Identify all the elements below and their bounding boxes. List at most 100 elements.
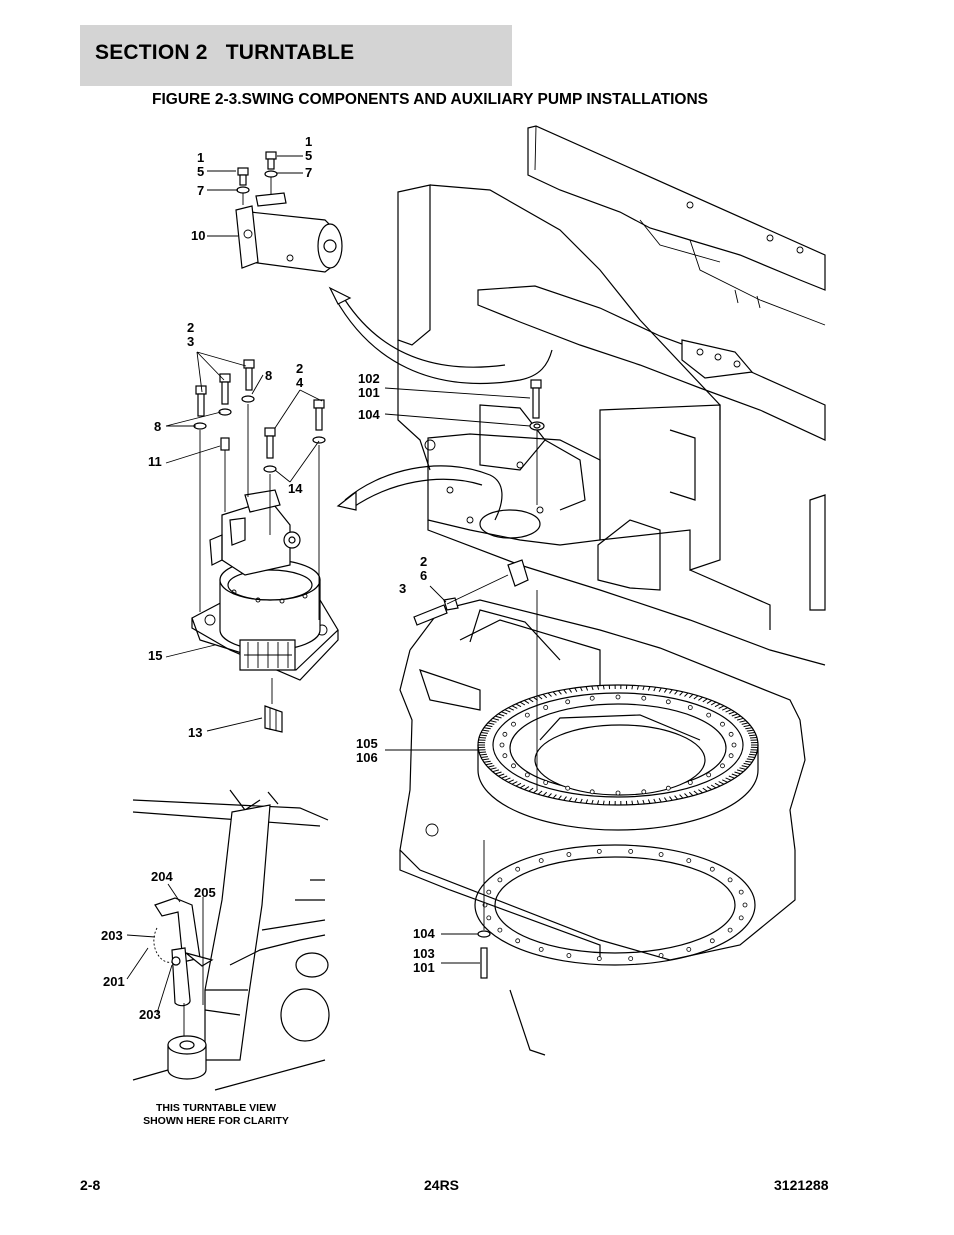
gear-tooth: [745, 760, 753, 763]
callout-102: 102: [358, 371, 380, 386]
gear-tooth: [511, 705, 518, 709]
callout-8: 8: [154, 419, 161, 434]
callout-14: 14: [288, 481, 303, 496]
callout-104: 104: [413, 926, 435, 941]
bolt-hole: [720, 721, 725, 727]
gear-tooth: [669, 796, 673, 801]
gear-tooth: [528, 698, 534, 703]
bolt-hole: [709, 938, 715, 944]
gear-tooth: [736, 717, 744, 721]
gear-tooth: [498, 713, 505, 717]
gear-tooth: [552, 691, 557, 696]
bolt-hole: [502, 753, 508, 759]
gear-tooth: [734, 771, 741, 775]
bolt-hole: [566, 852, 572, 857]
gear-tooth: [485, 762, 493, 766]
gear-tooth: [679, 691, 684, 696]
bolt-hole: [728, 731, 734, 737]
bolt-hole: [589, 695, 595, 701]
gear-tooth: [501, 775, 508, 779]
callout-1: 1: [197, 150, 204, 165]
gear-tooth: [552, 794, 557, 799]
bolt-hole: [687, 705, 693, 710]
gear-tooth: [647, 686, 651, 691]
callout-leaders: [126, 155, 531, 1014]
bolt-hole: [742, 902, 748, 908]
bolt-hole: [709, 866, 715, 872]
gear-tooth: [718, 705, 725, 709]
gear-tooth: [746, 758, 754, 761]
bolt-hole: [731, 742, 737, 748]
callout-7: 7: [197, 183, 204, 198]
callout-205: 205: [194, 885, 216, 900]
callout-8: 8: [265, 368, 272, 383]
gear-tooth: [602, 800, 605, 805]
gear-tooth: [674, 795, 678, 800]
gear-tooth: [568, 797, 573, 802]
gear-tooth: [725, 777, 732, 781]
bolt-hole: [641, 789, 647, 795]
gear-tooth: [734, 715, 741, 719]
bolt-hole: [615, 790, 621, 796]
gear-tooth: [489, 767, 497, 770]
gear-tooth: [585, 799, 589, 804]
inset-note: THIS TURNTABLE VIEW SHOWN HERE FOR CLARI…: [143, 1102, 289, 1127]
gear-tooth: [669, 689, 673, 694]
bolt-hole: [511, 763, 516, 769]
callout-6: 6: [420, 568, 427, 583]
callout-1: 1: [305, 134, 312, 149]
gear-tooth: [508, 707, 515, 711]
bolt-hole: [728, 753, 734, 759]
gear-tooth: [482, 729, 490, 732]
swing-bearing: [474, 684, 759, 966]
callout-3: 3: [399, 581, 406, 596]
gear-tooth: [743, 762, 751, 766]
bolt-hole: [596, 956, 602, 961]
bolt-hole: [686, 858, 692, 863]
gear-tooth: [542, 693, 548, 699]
gear-tooth: [721, 779, 728, 783]
gear-tooth: [743, 724, 751, 728]
bolt-hole: [686, 947, 692, 952]
gear-tooth: [702, 698, 708, 703]
gear-tooth: [731, 713, 738, 717]
gear-tooth: [501, 711, 508, 715]
gear-tooth: [537, 790, 543, 795]
gear-tooth: [636, 800, 639, 805]
gear-tooth: [748, 732, 755, 734]
gear-tooth: [684, 692, 689, 697]
gear-tooth: [579, 798, 583, 804]
gear-tooth: [504, 709, 511, 713]
turntable-frame: [397, 125, 826, 1056]
gear-tooth: [653, 798, 657, 804]
bolt-hole: [720, 763, 725, 769]
gear-tooth: [542, 791, 548, 797]
gear-tooth: [519, 784, 526, 789]
gear-tooth: [631, 800, 634, 805]
gear-tooth: [568, 688, 573, 693]
gear-tooth: [558, 690, 562, 695]
bolt-hole: [615, 694, 621, 700]
gear-tooth: [495, 771, 502, 775]
bolt-hole: [658, 953, 664, 958]
gear-tooth: [489, 720, 497, 723]
bolt-hole: [738, 915, 744, 921]
model-name: 24RS: [424, 1177, 460, 1193]
bolt-hole: [641, 695, 647, 701]
gear-tooth: [721, 707, 728, 711]
gear-tooth: [479, 753, 487, 756]
gear-tooth: [574, 687, 578, 692]
bolt-hole: [665, 699, 671, 705]
gear-tooth: [479, 737, 487, 739]
gear-tooth: [487, 765, 495, 768]
bolt-hole: [596, 849, 602, 854]
gear-tooth: [537, 695, 543, 700]
gear-tooth: [658, 687, 662, 692]
gear-tooth: [674, 690, 678, 695]
bolt-hole: [628, 849, 634, 854]
bolt-hole: [538, 947, 544, 952]
callout-5: 5: [197, 164, 204, 179]
callout-101: 101: [413, 960, 435, 975]
bolt-hole: [543, 705, 549, 710]
bolt-hole: [538, 858, 544, 863]
